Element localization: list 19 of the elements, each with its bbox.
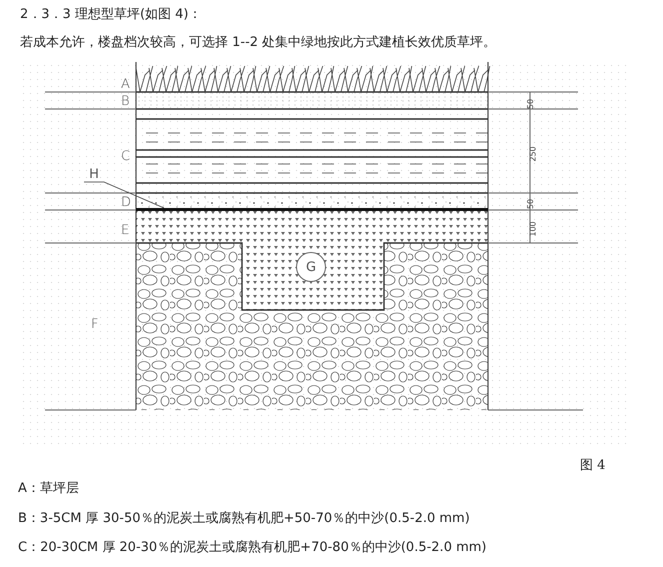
- layer-label: F: [91, 318, 98, 331]
- geotextile-layer: [136, 208, 488, 211]
- dimension-value: 50: [527, 98, 536, 110]
- leader-line: [84, 182, 164, 208]
- layer-label: B: [121, 95, 130, 108]
- dimension-value: 100: [530, 221, 538, 237]
- figure-caption: 图 4: [580, 458, 606, 474]
- dimension-value: 250: [530, 146, 538, 162]
- layer-label: A: [121, 78, 130, 91]
- paragraph-text: B：3-5CM 厚 30-50％的泥炭土或腐熟有机肥+50-70％的中沙(0.5-2.0 mm): [18, 511, 470, 527]
- paragraph-text: 若成本允许，楼盘档次较高，可选择 1--2 处集中绿地按此方式建植长效优质草坪。: [20, 35, 496, 51]
- layer-label: C: [121, 150, 130, 163]
- layer-label: E: [121, 224, 130, 237]
- dimension-value: 50: [527, 198, 536, 210]
- section-heading: 2．3．3 理想型草坪(如图 4)：: [20, 6, 202, 23]
- paragraph-text: A：草坪层: [18, 481, 79, 497]
- paragraph-text: C：20-30CM 厚 20-30％的泥炭土或腐熟有机肥+70-80％的中沙(0.5-2.0 mm): [18, 540, 486, 556]
- layer-label: H: [84, 168, 104, 182]
- layer-label: D: [121, 196, 132, 209]
